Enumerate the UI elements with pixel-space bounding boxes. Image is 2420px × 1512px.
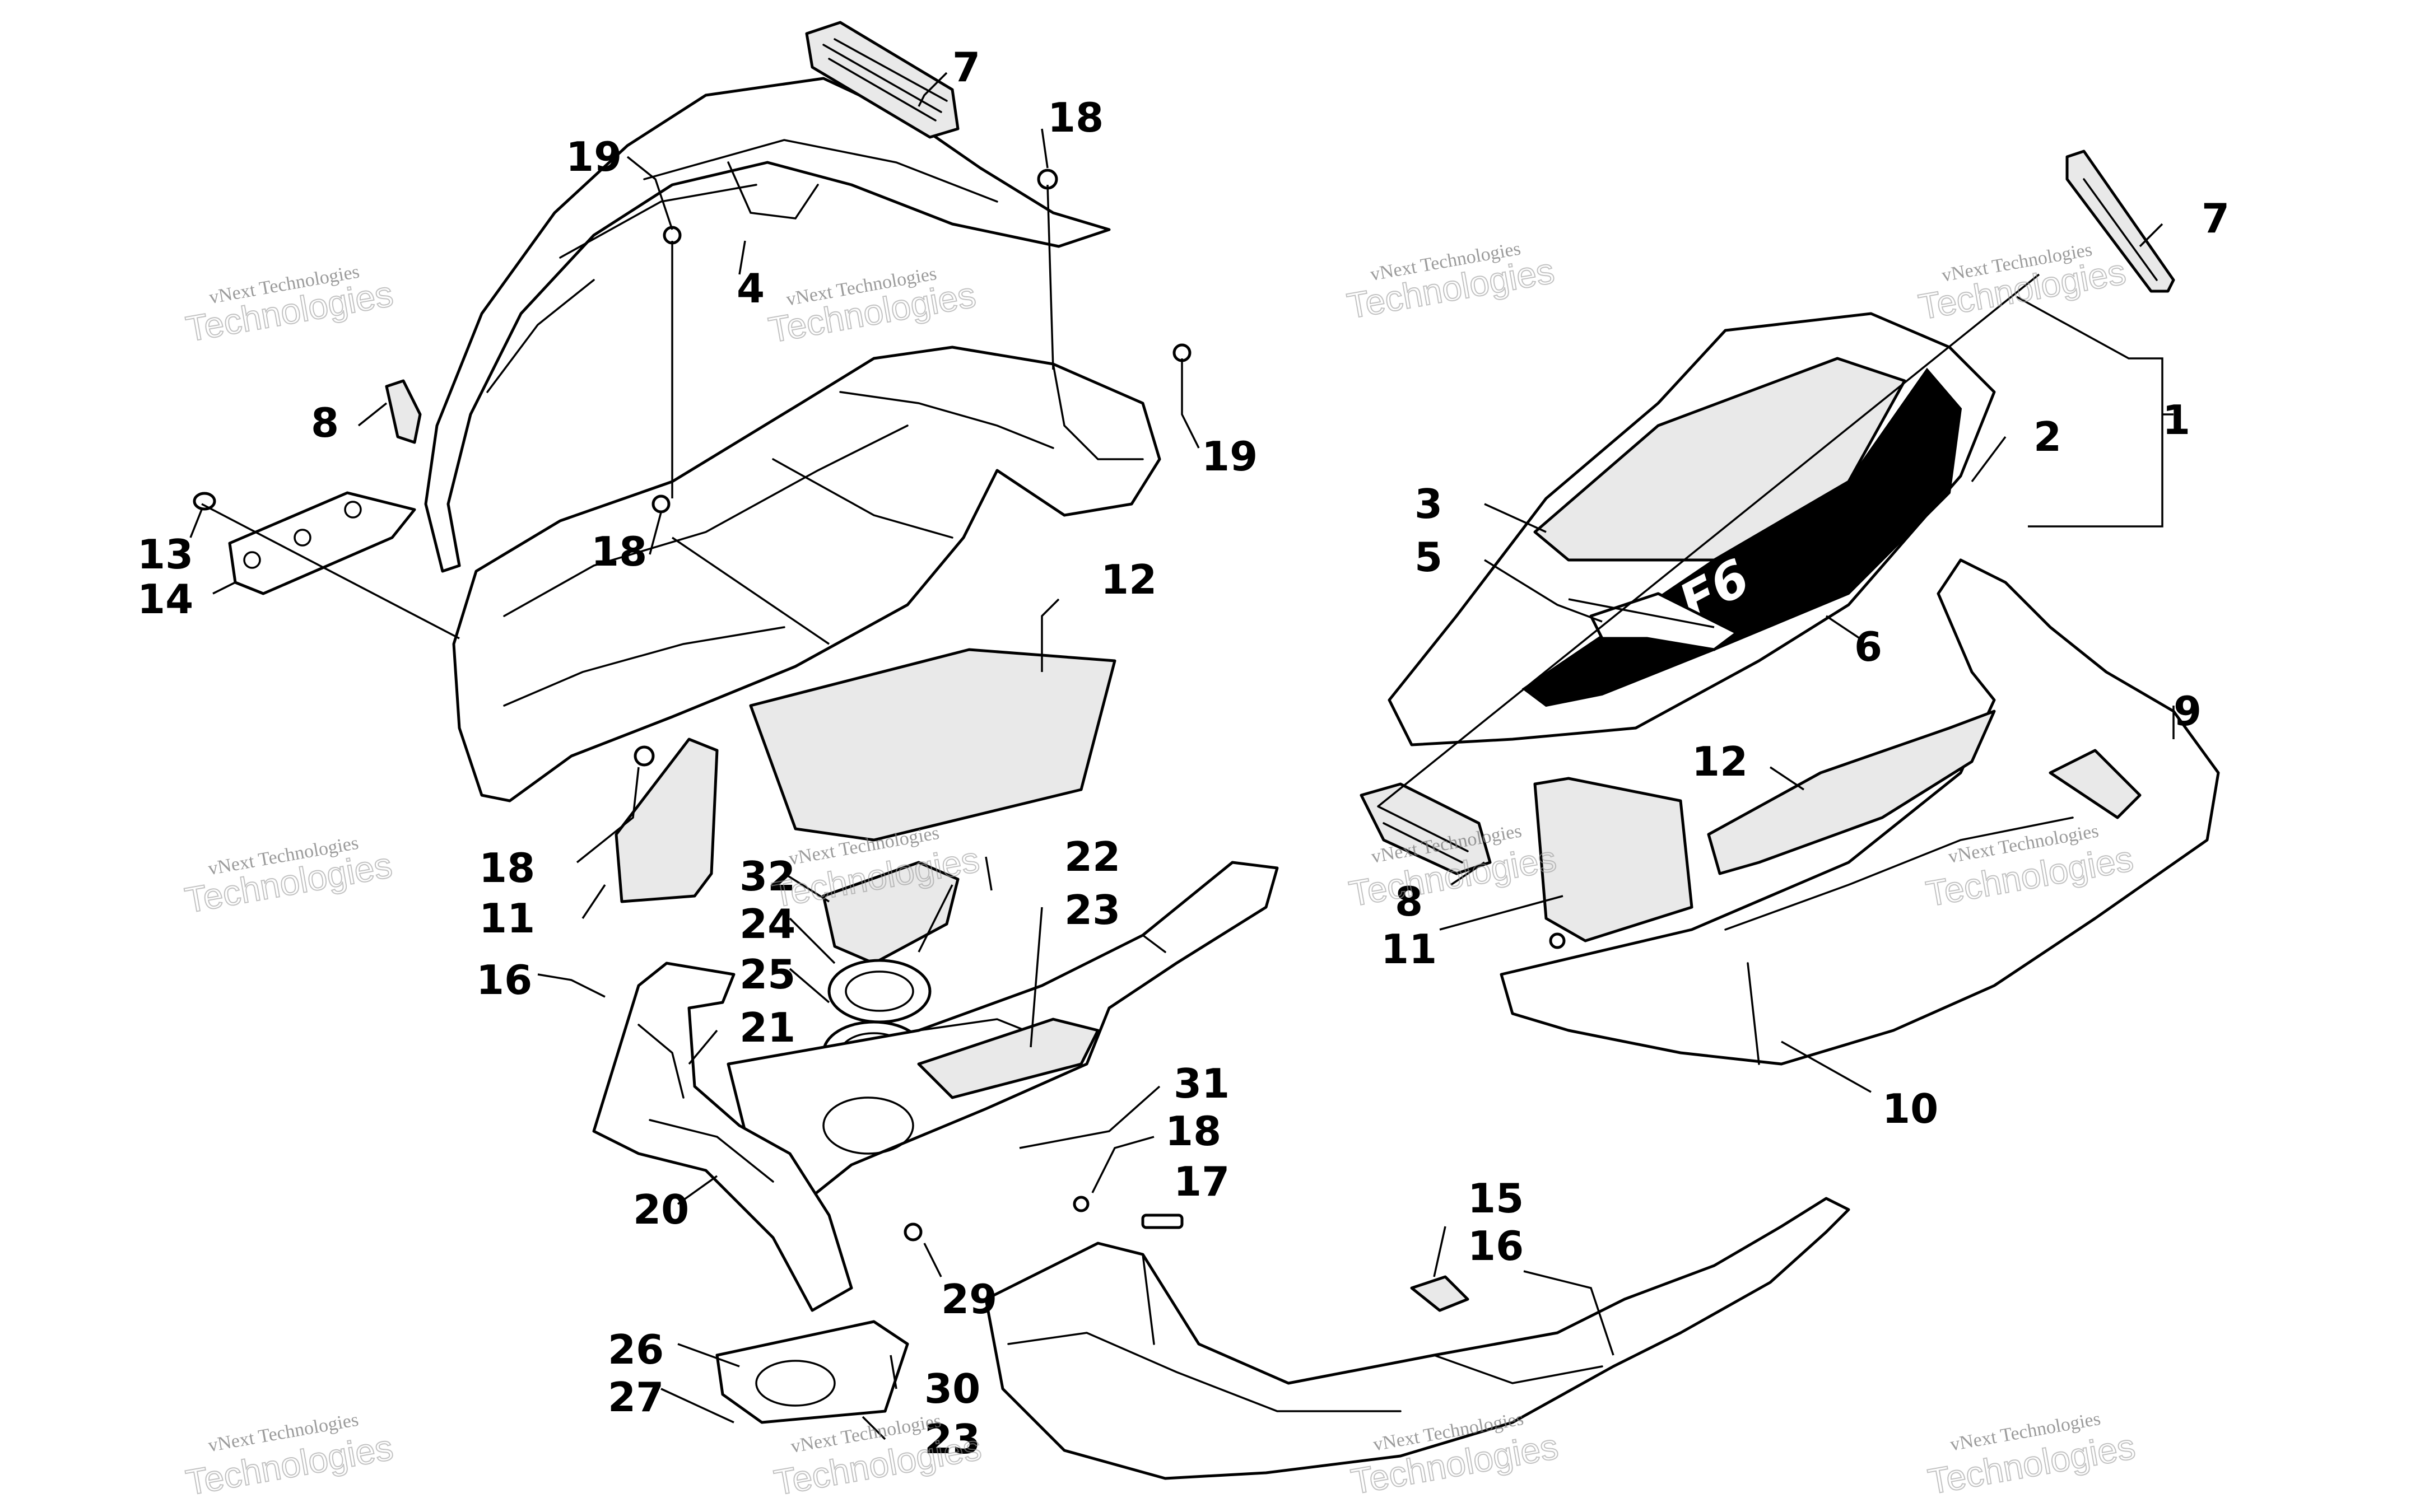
watermark-4: vNext Technologies Technologies [1915,239,2129,328]
callout-8-left: 8 [311,399,339,446]
part-vent-right [2065,150,2175,293]
part-bolt-13 [193,492,216,511]
callout-21: 21 [739,1004,795,1051]
part-clip-left [385,379,422,444]
callout-7-right: 7 [2202,195,2230,242]
callout-5: 5 [1414,534,1442,581]
callout-32: 31 [1174,1060,1230,1107]
callout-2: 2 [2033,413,2061,460]
part-vent-grille-right [1360,782,1492,875]
part-clip-15 [1410,1275,1469,1312]
callout-18-low: 18 [479,844,535,892]
callout-9: 9 [2174,688,2202,735]
callout-15: 15 [1468,1175,1524,1222]
part-duct-left [592,962,853,1312]
callout-18-top: 18 [1048,94,1104,141]
callout-17: 17 [1174,1158,1230,1205]
callout-12-left: 12 [1101,556,1157,603]
part-foam-11-left [615,738,719,903]
part-foam-12-left [749,648,1116,842]
watermark-3: vNext Technologies Technologies [1343,238,1557,326]
callout-27: 27 [608,1374,664,1421]
part-hood-upper [424,77,1111,573]
callout-18-lower: 18 [1165,1108,1221,1155]
watermark-2: vNext Technologies Technologies [765,263,979,351]
part-foam-12-right [1707,710,1996,875]
watermark-12: vNext Technologies Technologies [1924,1408,2138,1502]
part-funnel-26 [715,1320,909,1424]
part-plate-31 [822,861,960,965]
callout-19-right: 19 [1202,433,1258,480]
part-hardware-left [634,169,1192,1242]
part-tray-23 [917,1018,1100,1099]
callout-31: 32 [739,853,795,900]
callout-16-left: 16 [476,956,532,1004]
callout-labels: 7 18 19 4 8 19 18 13 14 12 18 11 32 24 2… [137,44,2230,1463]
callout-25: 25 [739,951,795,998]
callout-10: 10 [1882,1085,1938,1132]
callout-12-right: 12 [1692,738,1748,785]
callout-16-right: 16 [1468,1222,1524,1270]
callout-11-right: 11 [1381,926,1437,973]
watermark-5: vNext Technologies Technologies [182,833,395,921]
part-side-panel-3 [1388,312,1996,746]
callout-1: 1 [2162,396,2190,444]
callout-13: 13 [137,531,193,578]
part-bellypan-lower [984,1197,1850,1480]
callout-24: 24 [739,900,795,948]
leader-lines [189,72,2175,1440]
callout-8-right: 8 [1395,878,1423,925]
callout-19-top: 19 [566,133,622,180]
callout-23-bottom: 23 [924,1416,980,1463]
part-nose-frame [452,346,1161,802]
callout-11-left: 11 [479,895,535,942]
part-wing-5 [1589,592,1738,651]
watermark-1: vNext Technologies Technologies [183,262,397,350]
callout-18-mid: 18 [591,528,647,575]
callout-22: 22 [1064,833,1120,880]
callout-6: 6 [1854,623,1882,670]
part-foam-11-right [1533,777,1693,942]
callout-29: 29 [941,1276,997,1323]
watermark-9: vNext Technologies Technologies [183,1410,397,1504]
callout-4: 4 [737,265,765,312]
callout-26: 26 [608,1326,664,1373]
part-hardware-right [1549,932,1566,949]
part-bracket-14 [228,491,416,595]
callout-30: 30 [924,1365,980,1412]
part-bolt-17 [1141,1214,1184,1229]
callout-3: 3 [1414,480,1442,528]
callout-14: 14 [137,576,193,623]
callout-23-top: 23 [1064,886,1120,934]
callout-20: 20 [633,1186,689,1233]
callout-7-top: 7 [952,44,980,91]
